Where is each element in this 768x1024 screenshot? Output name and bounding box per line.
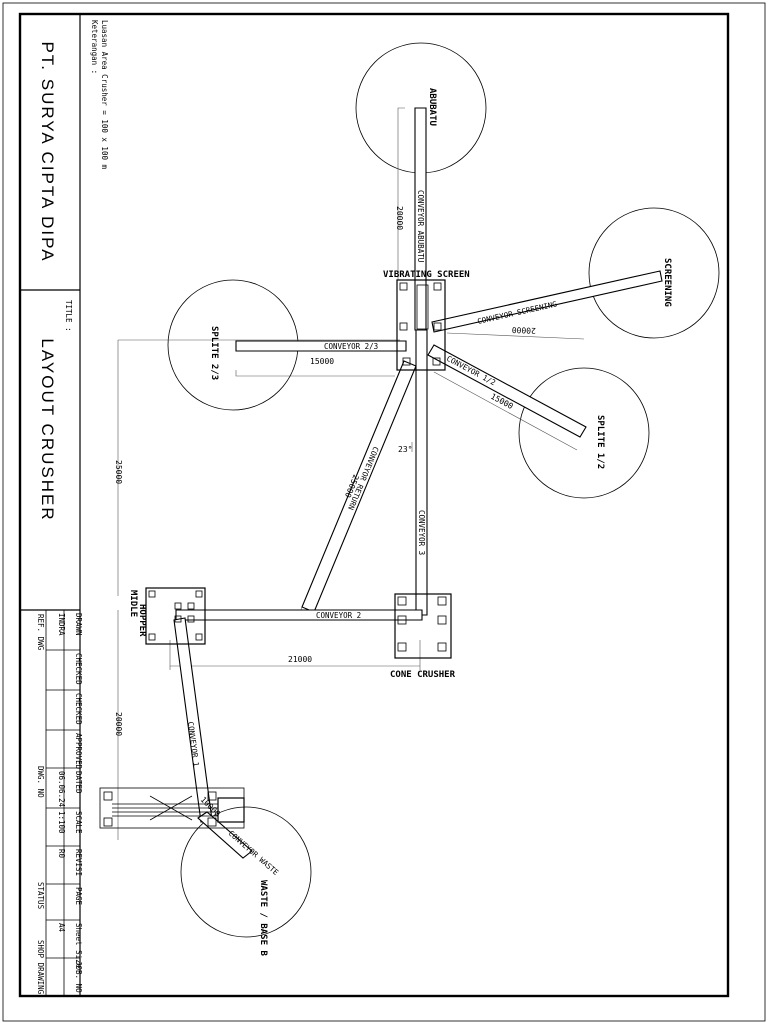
label-hopper-2: HOPPER — [137, 604, 147, 637]
belt-23 — [235, 340, 407, 352]
footer-status-value: SHOP DRAWING — [36, 940, 45, 995]
dim-23: 15000 — [310, 357, 334, 366]
label-abubatu: ABUBATU — [427, 88, 437, 126]
label-split-12: SPLITE 1/2 — [595, 415, 605, 469]
vibrating-screen — [396, 279, 446, 371]
label-conveyor-2: CONVEYOR 2 — [316, 611, 361, 620]
title-block-header: CHECKED — [74, 693, 83, 725]
title-block-header: Sheet Size — [74, 923, 83, 969]
footer-dwg-no: DWG. NO — [36, 766, 45, 798]
drawing-frame — [18, 12, 730, 998]
drawing-title: LAYOUT CRUSHER — [38, 338, 57, 521]
title-label: TITLE : — [64, 300, 73, 332]
belt-screening — [431, 270, 663, 333]
dim-left-vertical: 25000 — [114, 460, 123, 484]
title-block-header: DRAWN — [74, 613, 83, 636]
middle-hopper — [145, 587, 206, 645]
belt-3 — [415, 329, 428, 616]
label-conveyor-23: CONVEYOR 2/3 — [324, 342, 378, 351]
title-block-value: 1:100 — [57, 811, 66, 834]
label-screening: SCREENING — [662, 258, 672, 307]
title-block-header: DATED — [74, 771, 83, 794]
dim-conveyor-1: 20000 — [114, 712, 123, 736]
title-block-header: APPROVED — [74, 733, 83, 770]
label-cone-crusher: CONE CRUSHER — [390, 670, 456, 680]
dim-angle: 23° — [398, 445, 412, 454]
title-block-value: A4 — [57, 923, 66, 933]
title-block-value: INDRA — [57, 613, 66, 636]
notes-heading: Keterangan : — [90, 20, 99, 74]
stockpiles — [167, 42, 720, 938]
title-block-value: R0 — [57, 849, 66, 859]
stockpile-screening — [588, 207, 720, 339]
title-block-value: 06.06.24 — [57, 771, 66, 808]
company-name: PT. SURYA CIPTA DIPA — [38, 41, 57, 262]
stockpile-split-12 — [518, 367, 650, 499]
belt-1 — [173, 617, 213, 823]
label-split-23: SPLITE 2/3 — [209, 326, 219, 380]
dim-conveyor-2: 21000 — [288, 655, 312, 664]
stockpile-waste — [180, 806, 312, 938]
label-conveyor-3: CONVEYOR 3 — [417, 510, 426, 555]
belt-12 — [427, 344, 587, 438]
belt-waste — [197, 811, 253, 859]
label-vibrating-screen: VIBRATING SCREEN — [383, 270, 470, 280]
label-waste: WASTE / BASE B — [258, 880, 268, 956]
title-block-header: REVISI — [74, 849, 83, 876]
feeder-grizzly — [99, 787, 245, 829]
footer-ref-dwg: REF. DWG — [36, 614, 45, 651]
dim-abubatu: 20000 — [395, 206, 404, 230]
notes-text: Luasan Area Crusher = 100 x 100 m — [100, 20, 109, 169]
belt-2 — [175, 609, 423, 621]
label-conveyor-abubatu: CONVEYOR ABUBATU — [416, 190, 425, 262]
cone-crusher — [394, 593, 452, 659]
label-hopper-1: MIDLE — [128, 590, 138, 617]
label-conveyor-waste: CONVEYOR WASTE — [227, 829, 281, 878]
title-block-header: PAGE — [74, 887, 83, 906]
title-block-header: JOB. NO — [74, 961, 83, 993]
title-block-header: CHECKED — [74, 653, 83, 685]
footer-status: STATUS — [36, 882, 45, 910]
dim-screening: 20000 — [512, 325, 537, 335]
conveyors — [173, 107, 663, 859]
title-block-header: SCALE — [74, 811, 83, 834]
dimension-lines — [117, 107, 585, 840]
